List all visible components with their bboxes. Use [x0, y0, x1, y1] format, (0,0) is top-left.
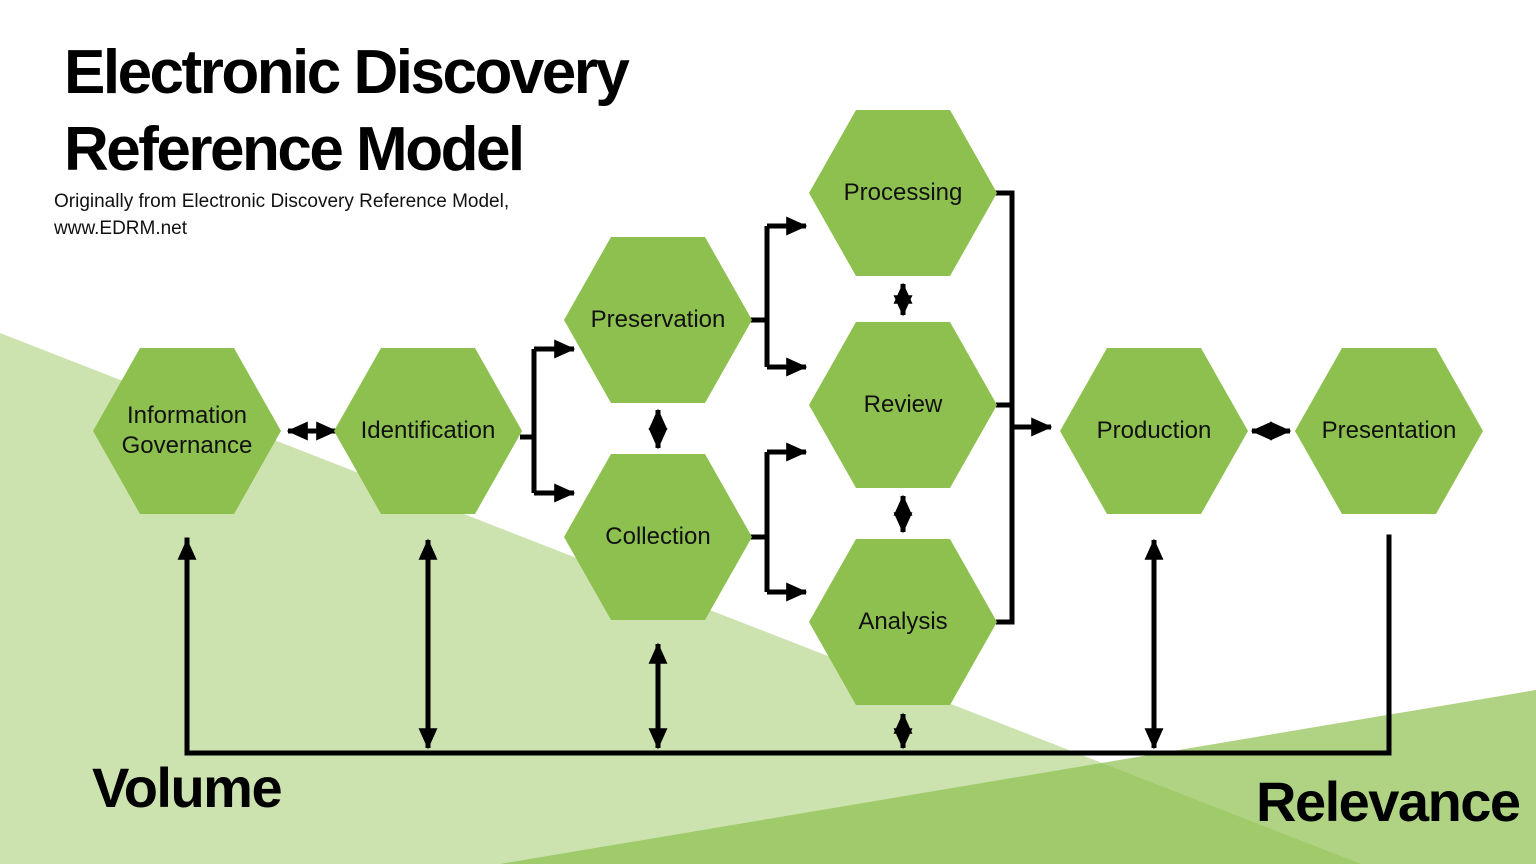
relevance-label: Relevance: [1256, 770, 1521, 833]
title-line-1: Electronic Discovery: [64, 38, 630, 107]
node-identification-label: Identification: [360, 417, 496, 444]
node-collection-label: Collection: [605, 523, 711, 550]
node-production: Production: [1060, 348, 1248, 514]
node-presentation: Presentation: [1295, 348, 1483, 514]
volume-label: Volume: [92, 756, 283, 819]
node-preservation-label: Preservation: [590, 306, 726, 333]
page-title: Electronic Discovery Reference Model: [64, 34, 630, 188]
title-line-2: Reference Model: [64, 115, 525, 184]
subtitle-line-2: www.EDRM.net: [54, 218, 188, 239]
subtitle-line-1: Originally from Electronic Discovery Ref…: [54, 191, 510, 212]
node-presentation-label: Presentation: [1321, 417, 1457, 444]
node-information-governance-label: Information Governance: [121, 402, 253, 459]
node-production-label: Production: [1096, 417, 1212, 444]
node-identification: Identification: [334, 348, 522, 514]
node-analysis-label: Analysis: [858, 608, 948, 635]
node-review-label: Review: [863, 391, 943, 418]
page-subtitle: Originally from Electronic Discovery Ref…: [54, 188, 509, 242]
relevance-triangle: [500, 690, 1536, 864]
node-processing-label: Processing: [843, 179, 963, 206]
